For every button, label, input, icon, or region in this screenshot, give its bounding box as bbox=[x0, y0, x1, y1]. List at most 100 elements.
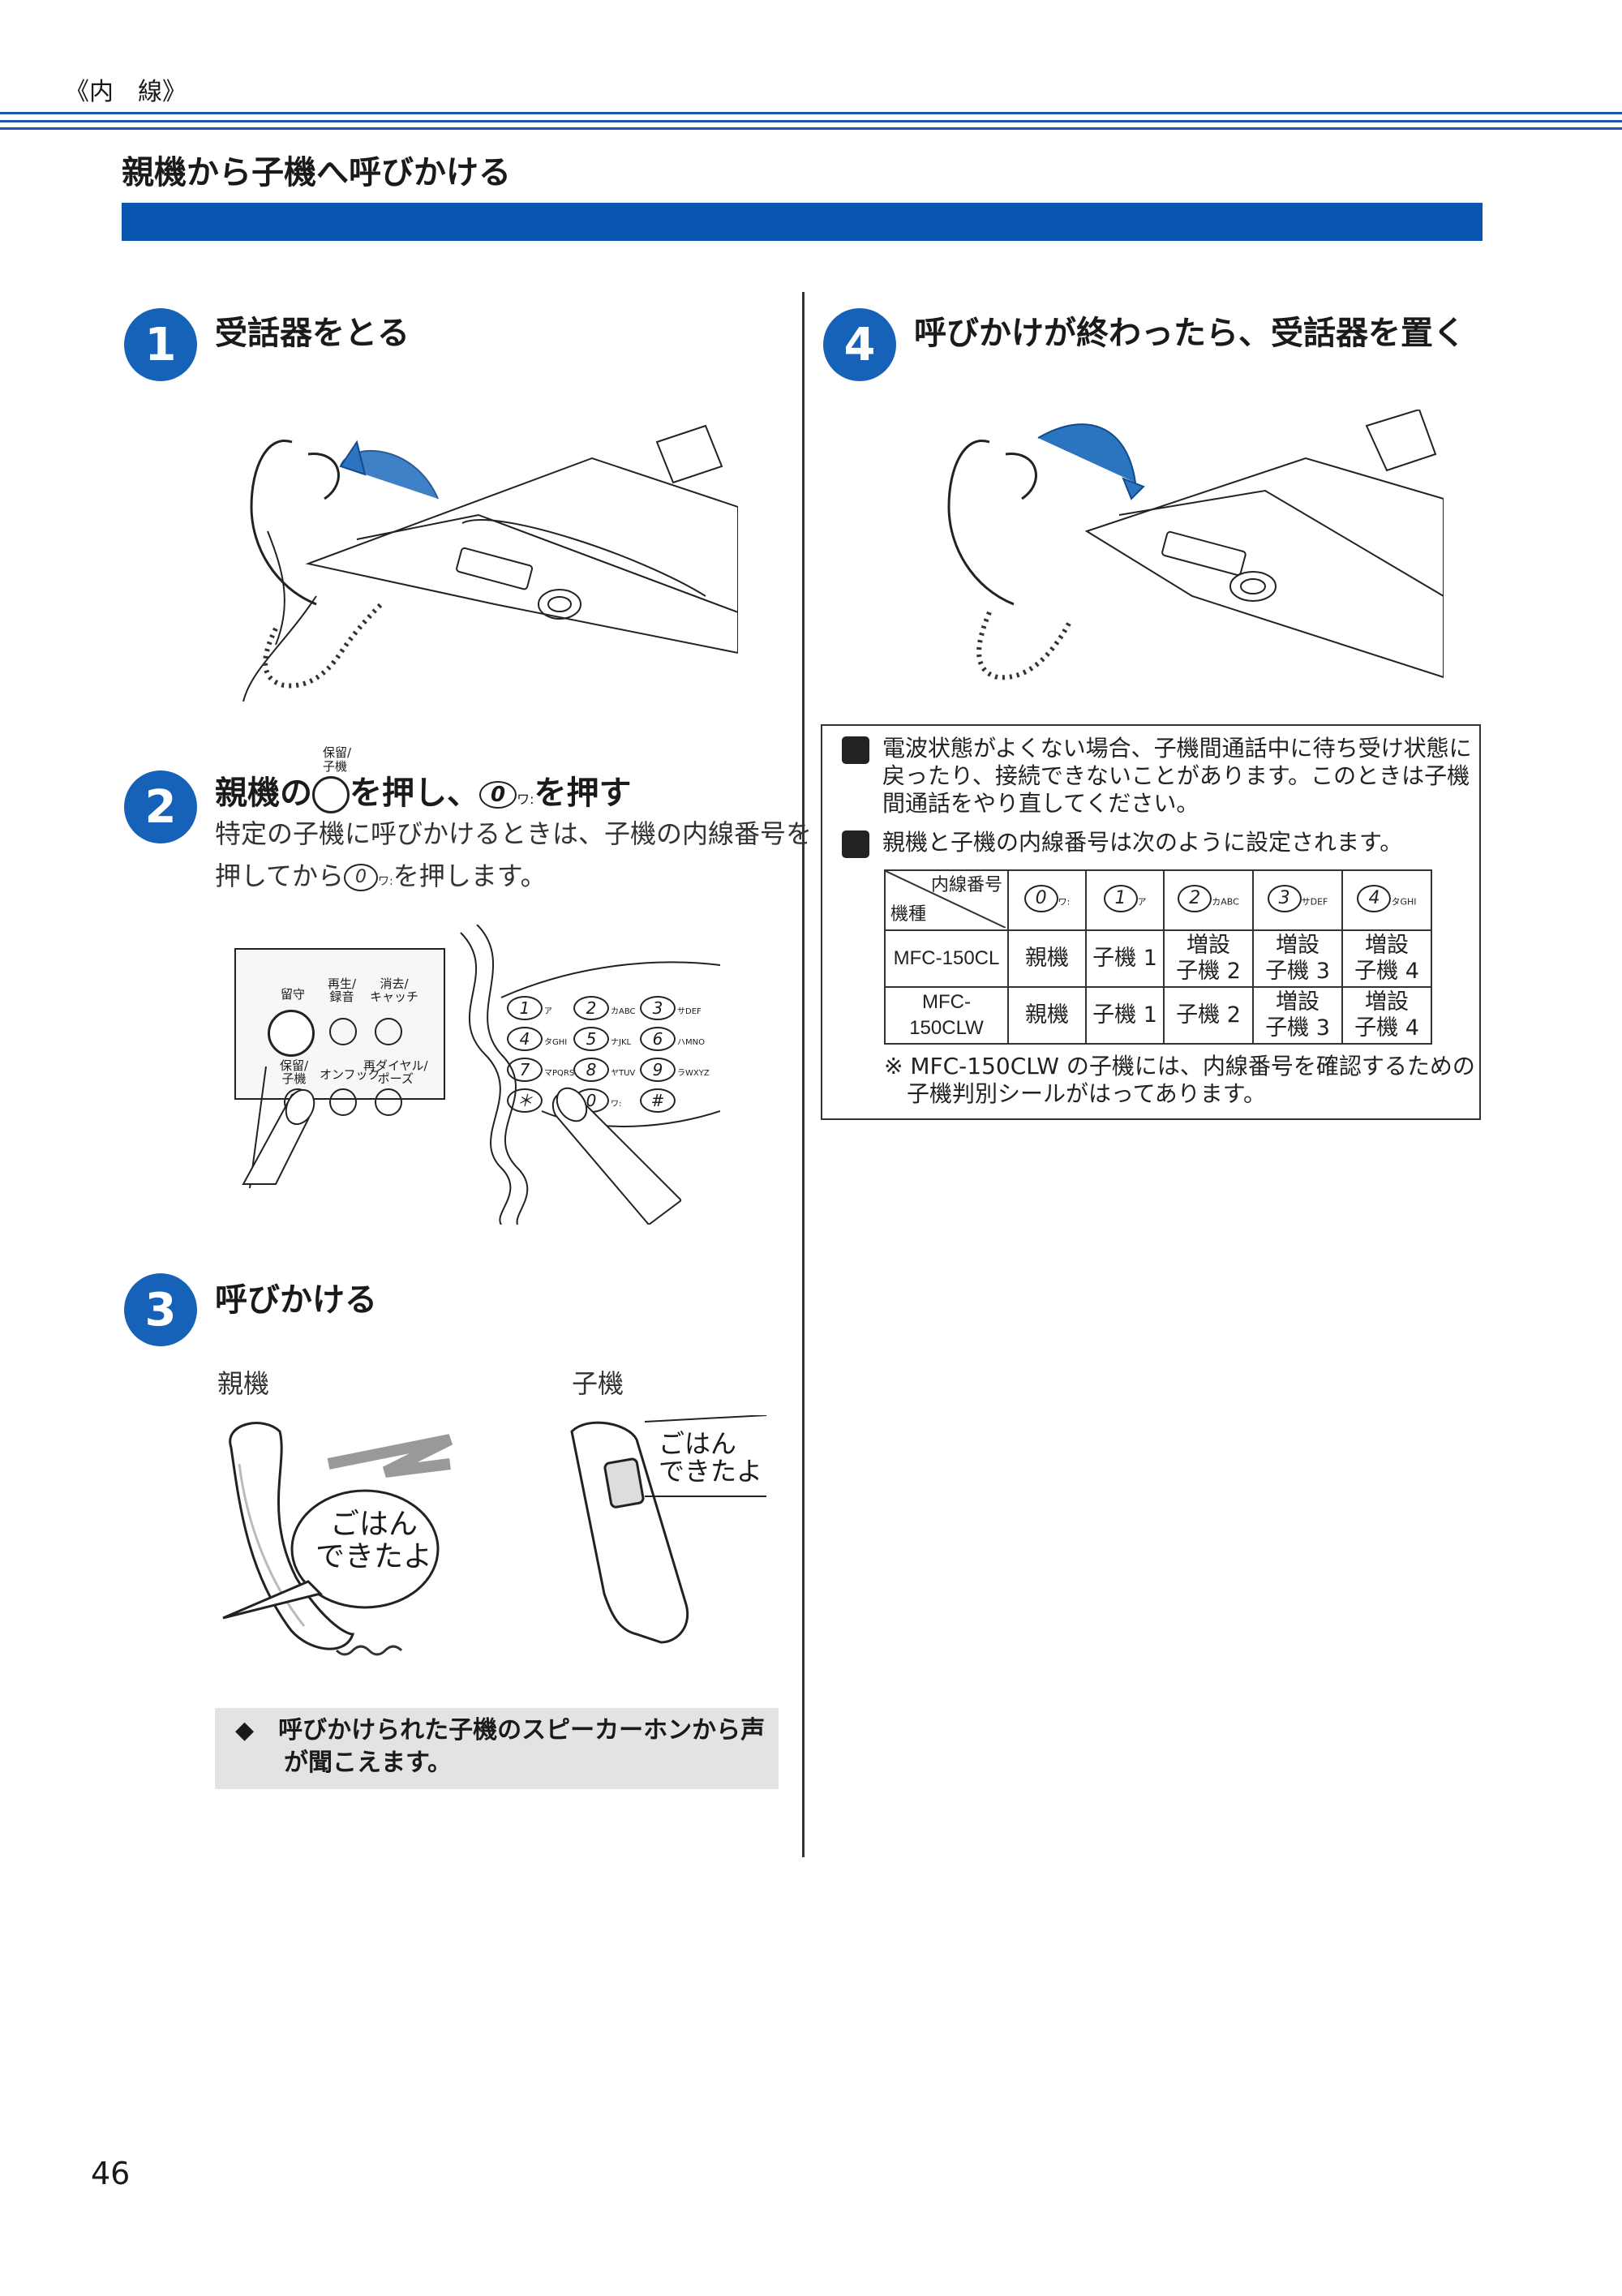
header-rule-3 bbox=[0, 127, 1622, 130]
keypad-key-sub: タGHI bbox=[544, 1038, 568, 1047]
btn-hold-label: 保留/ 子機 bbox=[280, 1058, 309, 1086]
onhook-button bbox=[329, 1088, 357, 1116]
erase-button bbox=[375, 1018, 402, 1045]
keypad-key-face: 8 bbox=[573, 1058, 609, 1082]
parent-unit-label: 親機 bbox=[217, 1368, 270, 1399]
control-panel-illustration bbox=[234, 925, 720, 1225]
keypad-key-face: 3 bbox=[640, 996, 676, 1020]
table-cell: 子機 1 bbox=[1085, 986, 1165, 1045]
btn-redial-label: 再ダイヤル/ ポーズ bbox=[363, 1058, 428, 1086]
table-cell: 増設 子機 4 bbox=[1341, 929, 1432, 988]
key-0-sub: ワ: bbox=[517, 792, 534, 807]
table-corner-cell: 内線番号 機種 bbox=[884, 869, 1009, 931]
pickup-handset-illustration bbox=[242, 424, 738, 702]
keypad-key-face: 2 bbox=[573, 996, 609, 1020]
keypad-key-face: # bbox=[640, 1088, 676, 1113]
step-3-note-text: ◆ 呼びかけられた子機のスピーカーホンから声 が聞こえます。 bbox=[235, 1716, 766, 1777]
table-model-cell: MFC-150CLW bbox=[884, 986, 1009, 1045]
calling-illustration bbox=[222, 1415, 767, 1656]
table-cell: 増設 子機 3 bbox=[1252, 929, 1343, 988]
keypad-key-sub: ヤTUV bbox=[611, 1069, 636, 1078]
step-2-heading-pre: 親機の bbox=[215, 775, 312, 812]
step-4-number: 4 bbox=[823, 308, 896, 381]
step-2-heading-post: を押す bbox=[534, 775, 632, 812]
rusu-button bbox=[268, 1010, 315, 1057]
keypad-key: ＊ bbox=[507, 1088, 570, 1116]
step-2-heading-mid: を押し、 bbox=[350, 775, 479, 812]
step-2-body-line-1: 特定の子機に呼びかけるときは、子機の内線番号を bbox=[215, 818, 813, 849]
hold-button-label: 保留/ 子機 bbox=[323, 745, 352, 774]
keypad-key-sub: サDEF bbox=[677, 1007, 702, 1016]
footnote-line-1: ※ MFC-150CLW の子機には、内線番号を確認するための bbox=[884, 1053, 1475, 1079]
table-cell: 増設 子機 2 bbox=[1163, 929, 1254, 988]
table-row: MFC-150CL 親機 子機 1 増設 子機 2 増設 子機 3 増設 子機 … bbox=[884, 929, 1432, 988]
note-1-line-2: 戻ったり、接続できないことがあります。このときは子機 bbox=[882, 762, 1470, 789]
table-row: MFC-150CLW 親機 子機 1 子機 2 増設 子機 3 増設 子機 4 bbox=[884, 986, 1432, 1045]
footnote-line-2: 子機判別シールがはってあります。 bbox=[884, 1080, 1266, 1107]
table-cell: 親機 bbox=[1007, 929, 1087, 988]
header-rule-1 bbox=[0, 112, 1622, 114]
note-1-line-3: 間通話をやり直してください。 bbox=[882, 790, 1199, 817]
btn-rusu-label: 留守 bbox=[281, 987, 306, 1002]
memo-icon bbox=[842, 736, 869, 764]
table-cell: 親機 bbox=[1007, 986, 1087, 1045]
keypad-key-face: 7 bbox=[507, 1058, 543, 1082]
table-cell: 増設 子機 3 bbox=[1252, 986, 1343, 1045]
btn-erase-label: 消去/ キャッチ bbox=[370, 976, 419, 1004]
pressing-fingers-illustration bbox=[242, 1087, 681, 1225]
keypad-key-sub: ナJKL bbox=[611, 1038, 632, 1047]
section-label: 《内 線》 bbox=[65, 78, 187, 106]
corner-diagonal bbox=[886, 871, 1006, 928]
keypad-key-sub: ア bbox=[544, 1007, 552, 1016]
child-unit-label: 子機 bbox=[572, 1368, 624, 1399]
keypad-key-face: 5 bbox=[573, 1027, 609, 1051]
memo-icon bbox=[842, 830, 869, 858]
key-0-icon: 0 bbox=[479, 781, 517, 809]
table-cell: 子機 1 bbox=[1085, 929, 1165, 988]
step-1-number: 1 bbox=[124, 308, 197, 381]
step-4-heading: 呼びかけが終わったら、受話器を置く bbox=[914, 315, 1465, 352]
keypad-key-face: 9 bbox=[640, 1058, 676, 1082]
page-number: 46 bbox=[91, 2156, 131, 2191]
hold-button-icon bbox=[312, 776, 350, 813]
step-3-number: 3 bbox=[124, 1273, 197, 1346]
hangup-handset-illustration bbox=[947, 410, 1444, 680]
keypad-key-sub: マPQRS bbox=[544, 1069, 575, 1078]
keypad-key: # bbox=[640, 1088, 703, 1116]
step-1-heading: 受話器をとる bbox=[215, 315, 410, 352]
keypad-key-sub: ラWXYZ bbox=[677, 1069, 710, 1078]
keypad-key-face: 6 bbox=[640, 1027, 676, 1051]
child-speech-text: ごはん できたよ bbox=[659, 1428, 763, 1487]
btn-play-label: 再生/ 録音 bbox=[328, 976, 357, 1004]
note-1-line-1: 電波状態がよくない場合、子機間通話中に待ち受け状態に bbox=[882, 735, 1472, 762]
column-divider bbox=[802, 292, 805, 1857]
keypad-key-face: 4 bbox=[507, 1027, 543, 1051]
page-title: 親機から子機へ呼びかける bbox=[122, 154, 511, 191]
step-2-number: 2 bbox=[124, 770, 197, 843]
keypad-key-face: ＊ bbox=[507, 1088, 543, 1113]
header-rule-2 bbox=[0, 120, 1622, 122]
parent-speech-bubble: ごはん できたよ bbox=[315, 1508, 432, 1573]
redial-button bbox=[375, 1088, 402, 1116]
table-model-cell: MFC-150CL bbox=[884, 929, 1009, 988]
step-3-heading: 呼びかける bbox=[215, 1281, 377, 1319]
table-cell: 子機 2 bbox=[1163, 986, 1254, 1045]
keypad-key-face: 1 bbox=[507, 996, 543, 1020]
play-button bbox=[329, 1018, 357, 1045]
